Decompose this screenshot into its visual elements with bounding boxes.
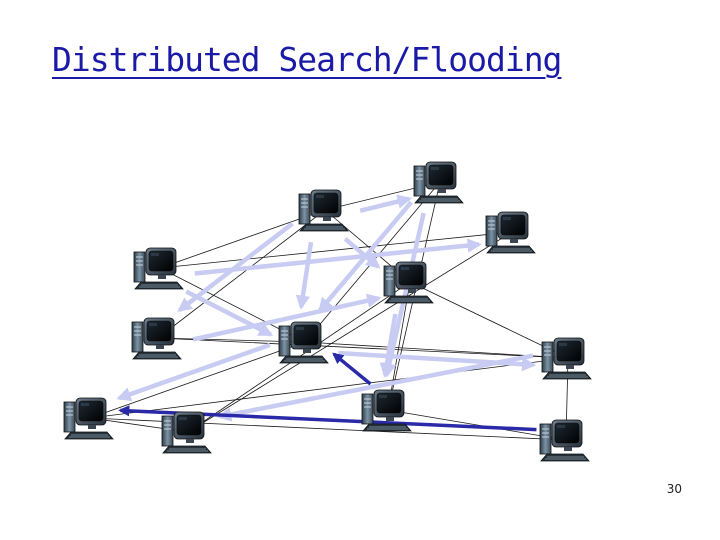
flood-arrow xyxy=(382,212,426,378)
network-link xyxy=(387,409,567,441)
desktop-computer-icon xyxy=(383,261,434,304)
flood-arrow xyxy=(295,241,314,310)
slide-title: Distributed Search/Flooding xyxy=(52,40,562,79)
flood-arrow xyxy=(116,342,271,402)
desktop-computer-icon xyxy=(278,321,329,364)
flood-arrow xyxy=(192,293,382,342)
network-link xyxy=(159,209,326,269)
flood-arrow xyxy=(216,353,534,422)
desktop-computer-icon xyxy=(539,419,590,462)
network-link xyxy=(157,337,569,359)
flood-arrow xyxy=(318,200,413,313)
desktop-computer-icon xyxy=(541,337,592,380)
desktop-computer-icon xyxy=(63,397,114,440)
network-link xyxy=(157,209,326,339)
network-link xyxy=(159,231,513,269)
flood-query-arrows xyxy=(116,194,537,422)
desktop-computer-icon xyxy=(485,211,536,254)
desktop-computer-icon xyxy=(298,189,349,232)
flood-arrow xyxy=(359,194,412,213)
flood-arrow xyxy=(343,237,381,269)
flood-arrow xyxy=(194,238,482,276)
desktop-computer-icon xyxy=(413,161,464,204)
flood-arrow xyxy=(185,289,274,337)
desktop-computer-icon xyxy=(133,247,184,290)
flood-arrow xyxy=(379,313,398,378)
desktop-computer-icon xyxy=(361,389,412,432)
response-arrow xyxy=(332,352,372,386)
desktop-computer-icon xyxy=(161,411,212,454)
desktop-computer-icon xyxy=(131,317,182,360)
page-number: 30 xyxy=(666,482,682,496)
network-link xyxy=(89,357,569,419)
